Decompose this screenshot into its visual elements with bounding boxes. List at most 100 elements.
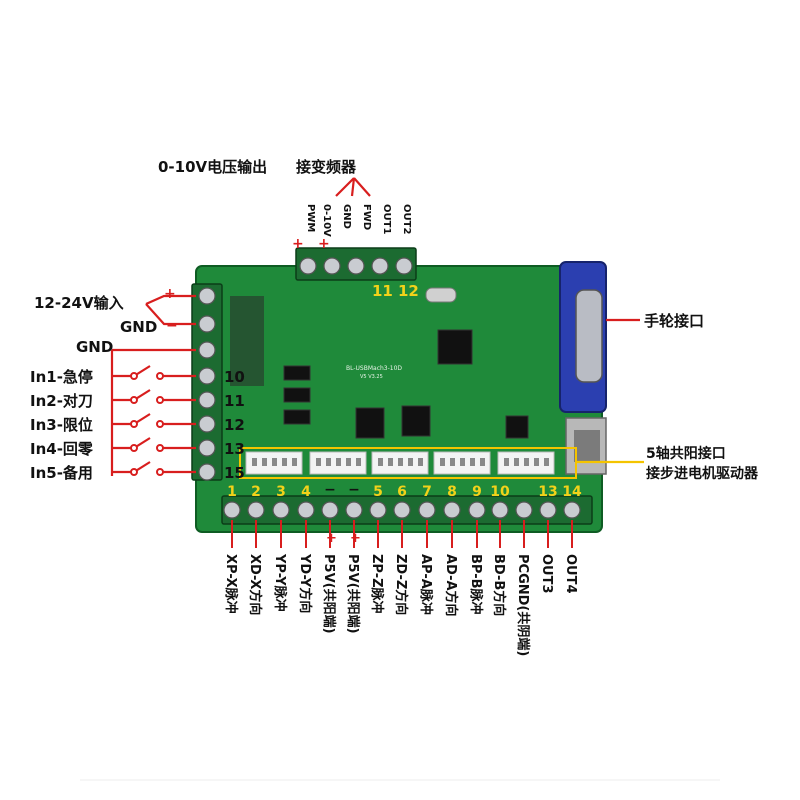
voltage-output-label: 0-10V电压输出 — [158, 158, 267, 176]
input-number-5: 15 — [224, 464, 245, 482]
input-label-2: In2-对刀 — [30, 392, 93, 410]
input-label-5: In5-备用 — [30, 464, 93, 482]
optocoupler-1 — [283, 365, 311, 381]
bottom-pin-label-1: XP-X脉冲 — [223, 554, 239, 614]
bottom-pin-number-8: 8 — [447, 484, 457, 500]
bottom-screw-2 — [247, 501, 265, 519]
svg-text:−: − — [324, 482, 336, 498]
driver-chip-2 — [401, 405, 431, 437]
left-screw-4 — [198, 367, 216, 385]
top-terminal-label: OUT2 — [401, 204, 412, 234]
board-version-text: V5 V3.25 — [360, 374, 383, 380]
top-pin-11: 11 — [372, 282, 393, 300]
power-gnd-label: GND — [120, 318, 157, 336]
left-screw-8 — [198, 463, 216, 481]
top-terminal-label: 0-10V — [321, 204, 332, 237]
top-pin-12: 12 — [398, 282, 419, 300]
input-label-4: In4-回零 — [30, 440, 94, 458]
handwheel-label: 手轮接口 — [644, 312, 704, 330]
left-screw-1 — [198, 287, 216, 305]
input-number-4: 13 — [224, 440, 245, 458]
bottom-pin-label-15: OUT4 — [563, 554, 578, 594]
regulator-chip — [505, 415, 529, 439]
input-number-2: 11 — [224, 392, 245, 410]
top-terminal-label: PWM — [305, 204, 316, 232]
plus-sign-2: + — [318, 236, 330, 252]
left-screw-2 — [198, 315, 216, 333]
bottom-pin-label-8: ZD-Z方向 — [393, 554, 409, 615]
bottom-screw-4 — [297, 501, 315, 519]
bottom-screw-3 — [272, 501, 290, 519]
left-screw-3 — [198, 341, 216, 359]
bottom-pin-number-9: 9 — [472, 484, 482, 500]
svg-text:+: + — [326, 531, 337, 546]
bottom-pin-number-3: 3 — [276, 484, 286, 500]
top-screw-1 — [299, 257, 317, 275]
bottom-screw-7 — [369, 501, 387, 519]
input-number-1: 10 — [224, 368, 245, 386]
top-terminal-label: GND — [341, 204, 352, 229]
bottom-pin-label-14: OUT3 — [539, 554, 554, 594]
power-input-label: 12-24V输入 — [34, 294, 124, 312]
svg-text:+: + — [350, 531, 361, 546]
bottom-pin-label-11: BP-B脉冲 — [468, 554, 484, 615]
bottom-pin-number-14: 14 — [562, 484, 582, 500]
bottom-pin-number-4: 4 — [301, 484, 311, 500]
bottom-pin-number-1: 1 — [227, 484, 237, 500]
bottom-screw-11 — [468, 501, 486, 519]
bottom-screw-10 — [443, 501, 461, 519]
left-screw-6 — [198, 415, 216, 433]
bottom-pin-label-4: YD-Y方向 — [297, 553, 313, 613]
bottom-screw-14 — [539, 501, 557, 519]
plus-sign-power: + — [164, 286, 176, 302]
bottom-pin-number-5: 5 — [373, 484, 383, 500]
bottom-screw-8 — [393, 501, 411, 519]
input-gnd-label: GND — [76, 338, 113, 356]
bottom-pin-number-7: 7 — [422, 484, 432, 500]
bottom-pin-number-10: 10 — [490, 484, 510, 500]
board-model-text: BL-USBMach3-10D — [346, 365, 402, 372]
bottom-pin-number-2: 2 — [251, 484, 261, 500]
optocoupler-2 — [283, 387, 311, 403]
input-number-3: 12 — [224, 416, 245, 434]
bottom-pin-number-13: 13 — [538, 484, 557, 500]
top-screw-4 — [371, 257, 389, 275]
top-screw-5 — [395, 257, 413, 275]
input-label-1: In1-急停 — [30, 368, 93, 386]
bottom-screw-1 — [223, 501, 241, 519]
left-screw-7 — [198, 439, 216, 457]
bottom-screw-12 — [491, 501, 509, 519]
top-screw-3 — [347, 257, 365, 275]
mcu-chip — [437, 329, 473, 365]
bottom-pin-label-13: PCGND(共阴端) — [515, 554, 531, 656]
bottom-screw-13 — [515, 501, 533, 519]
svg-text:−: − — [348, 482, 360, 498]
crystal — [425, 287, 457, 303]
bottom-screw-15 — [563, 501, 581, 519]
minus-sign-power: − — [166, 318, 178, 334]
bottom-screw-9 — [418, 501, 436, 519]
plus-sign-1: + — [292, 236, 304, 252]
bottom-pin-label-9: AP-A脉冲 — [418, 554, 434, 615]
vga-socket — [575, 289, 603, 383]
left-screw-5 — [198, 391, 216, 409]
capacitor-block — [230, 296, 264, 386]
bottom-pin-number-6: 6 — [397, 484, 407, 500]
top-terminal-label: OUT1 — [381, 204, 392, 234]
bottom-pin-label-6: P5V(共阳端) — [345, 554, 361, 634]
bottom-screw-5 — [321, 501, 339, 519]
axis-interface-label: 5轴共阳接口 — [646, 445, 726, 462]
bottom-pin-label-5: P5V(共阳端) — [321, 554, 337, 634]
usb-port — [574, 430, 600, 462]
bottom-pin-label-7: ZP-Z脉冲 — [369, 554, 385, 614]
bottom-pin-label-3: YP-Y脉冲 — [272, 553, 288, 612]
top-screw-2 — [323, 257, 341, 275]
optocoupler-3 — [283, 409, 311, 425]
bottom-pin-label-2: XD-X方向 — [247, 554, 263, 615]
stepper-driver-label: 接步进电机驱动器 — [646, 465, 759, 482]
inverter-label: 接变频器 — [296, 158, 357, 176]
driver-chip-1 — [355, 407, 385, 439]
bottom-screw-6 — [345, 501, 363, 519]
bottom-pin-label-10: AD-A方向 — [443, 554, 459, 617]
